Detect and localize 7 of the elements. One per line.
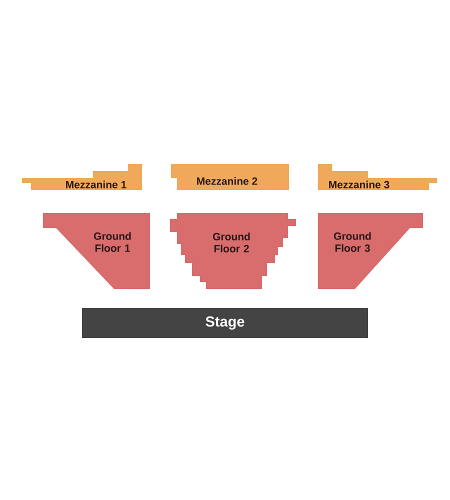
seating-section: Ground Floor 2: [170, 213, 296, 289]
seating-section: Mezzanine 2: [171, 164, 289, 190]
seating-section: Ground Floor 3: [318, 213, 423, 289]
seating-section: Ground Floor 1: [43, 213, 150, 289]
seating-section: Mezzanine 1: [22, 164, 142, 190]
seating-section: Mezzanine 3: [318, 164, 437, 190]
stage-block: Stage: [82, 308, 368, 338]
